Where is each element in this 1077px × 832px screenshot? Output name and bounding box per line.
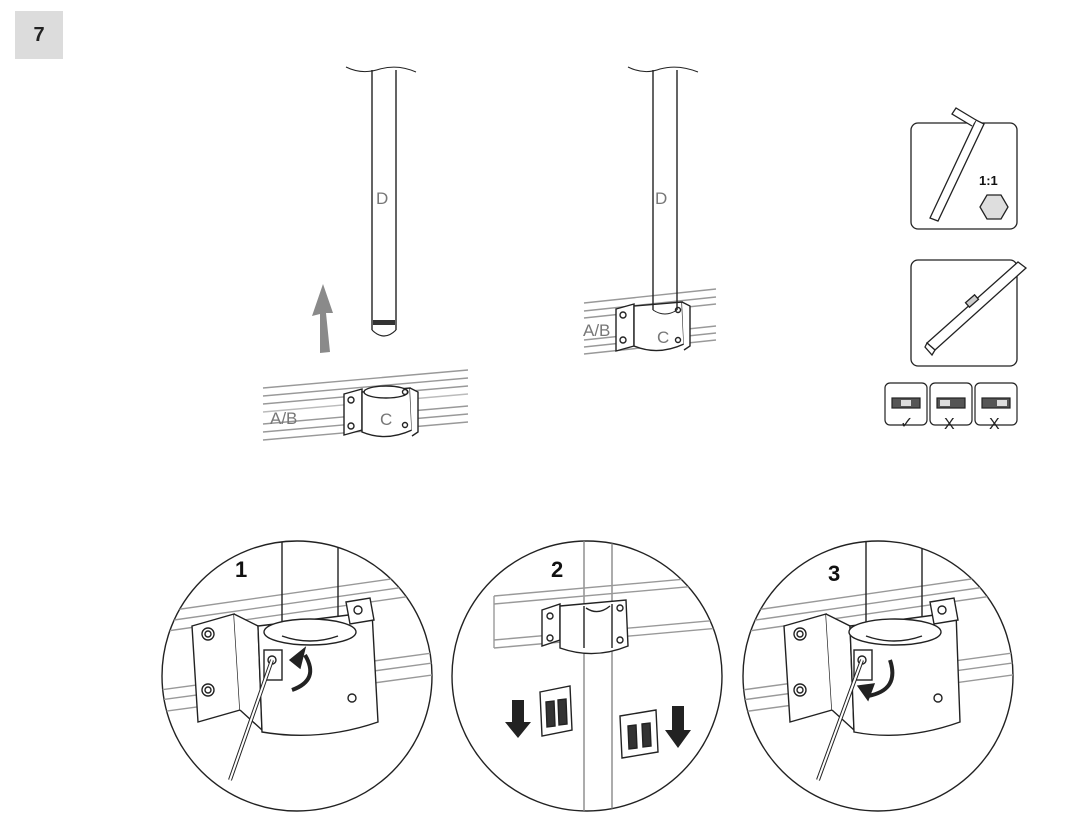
scale-label: 1:1	[979, 173, 998, 188]
cross-mark: X	[989, 416, 1000, 433]
clamp-label: C	[380, 410, 392, 429]
clamp-insert-right	[619, 709, 659, 759]
tool-hex-key-box: 1:1	[910, 107, 1018, 230]
level-check-correct	[884, 382, 928, 426]
pole-d	[345, 66, 417, 337]
rail-label: A/B	[583, 321, 610, 340]
clamp-c	[343, 385, 419, 438]
step-number: 7	[15, 11, 63, 59]
level-check-wrong-2	[974, 382, 1018, 426]
panel-pole-inserted: A/B C D	[583, 66, 717, 355]
detail-step-number: 2	[551, 557, 563, 582]
detail-circle-3: 3	[742, 540, 1014, 812]
clamp-c	[615, 301, 691, 352]
hex-key-icon	[929, 107, 985, 222]
down-arrow-right	[665, 706, 691, 748]
check-mark: ✓	[900, 415, 913, 432]
up-arrow	[312, 284, 333, 353]
detail-circle-2: 2	[451, 540, 723, 812]
panel-pole-lifted: A/B C D	[262, 66, 469, 441]
tool-level-box	[910, 259, 1028, 367]
detail-step-number: 3	[828, 561, 840, 586]
level-check-wrong-1	[929, 382, 973, 426]
pole-d	[627, 66, 699, 315]
spirit-level-icon	[924, 261, 1028, 357]
clamp-label: C	[657, 328, 669, 347]
cross-mark: X	[944, 416, 955, 433]
clamp-insert-left	[539, 685, 573, 737]
detail-circle-1: 1	[161, 540, 433, 812]
detail-step-number: 1	[235, 557, 247, 582]
down-arrow-left	[505, 700, 531, 738]
pole-label: D	[655, 189, 667, 208]
hex-icon	[979, 194, 1009, 220]
rail-label: A/B	[270, 409, 297, 428]
pole-label: D	[376, 189, 388, 208]
level-checks	[884, 382, 1018, 426]
